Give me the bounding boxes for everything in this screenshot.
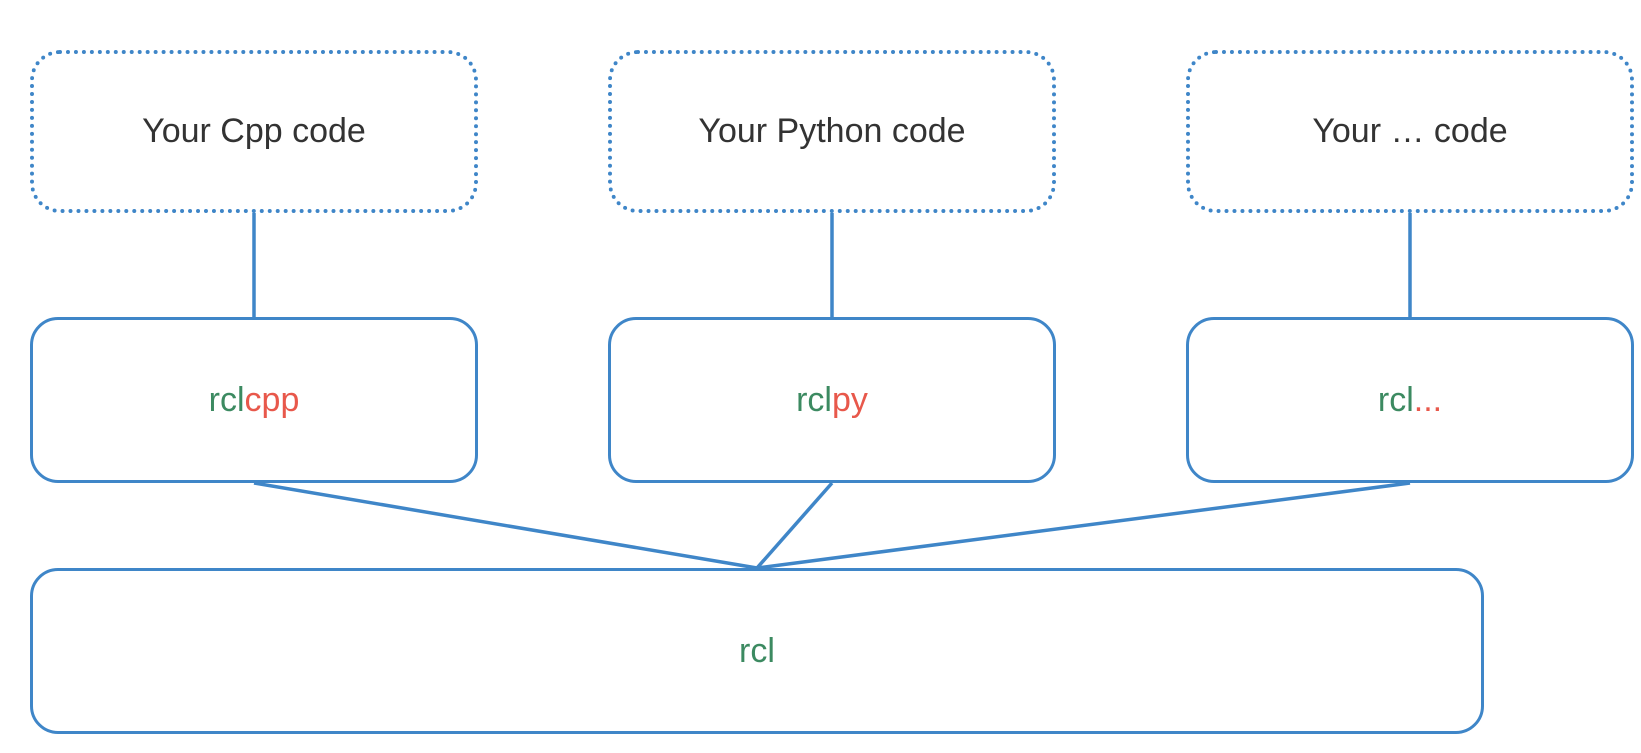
rclpy-suffix: py [831,380,868,419]
connector-rclpy-to-rcl [755,481,834,570]
other-code-label: Your … code [1312,112,1508,150]
cpp-code-label: Your Cpp code [142,112,366,150]
rclcpp-prefix: rcl [208,380,245,419]
cpp-code-box: Your Cpp code [30,50,478,213]
python-code-box: Your Python code [608,50,1056,213]
rcl-other-box: rcl... [1186,317,1634,483]
rcl-core-box: rcl [30,568,1484,734]
rcl-other-suffix: ... [1413,380,1443,419]
connector-rcl-other-to-rcl [756,481,1411,570]
rcl-other-prefix: rcl [1377,380,1414,419]
connector-rclcpp-to-rcl [253,481,758,570]
rcl-core-label: rcl [739,631,775,670]
python-code-label: Your Python code [698,112,966,150]
other-code-box: Your … code [1186,50,1634,213]
rclcpp-suffix: cpp [244,380,300,419]
rclpy-prefix: rcl [796,380,832,419]
